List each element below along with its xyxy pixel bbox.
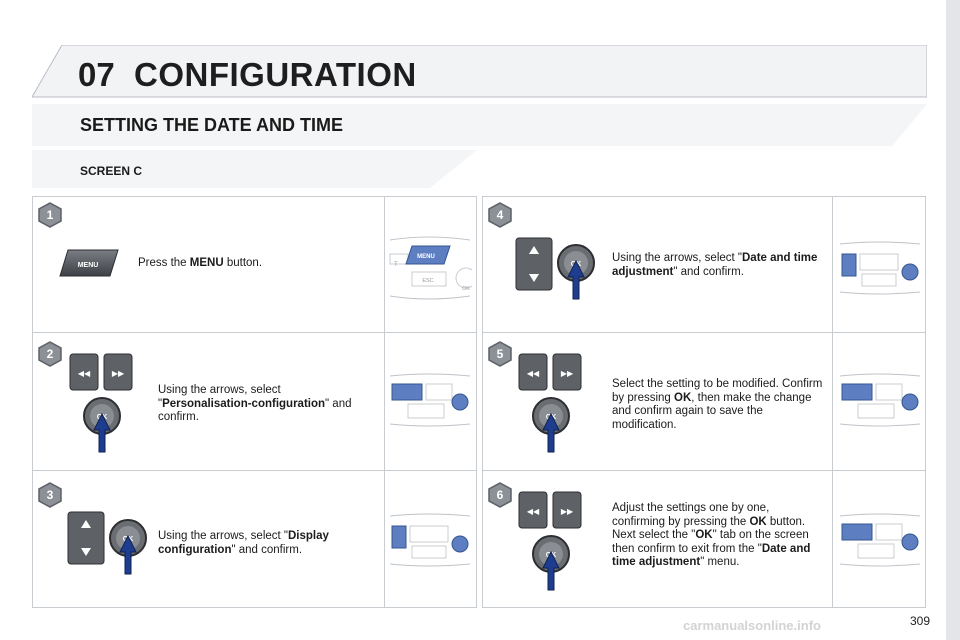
step-text: Using the arrows, select " — [158, 530, 288, 542]
step-text-bold: OK — [695, 529, 713, 541]
step-text: " and confirm. — [673, 265, 744, 278]
step-2-text: Using the arrows, select "Personalisatio… — [158, 384, 370, 425]
step-text: " and confirm. — [158, 397, 352, 424]
console-arrows-highlight-icon — [388, 372, 472, 433]
svg-text:▶▶: ▶▶ — [561, 507, 574, 516]
step-text: Adjust the settings one by one, confirmi… — [612, 502, 770, 528]
step-text-bold: MENU — [189, 257, 224, 269]
console-updown-highlight-icon — [388, 512, 472, 573]
console-arrows-highlight-icon — [838, 512, 922, 573]
step-text: Using the arrows, select " — [158, 384, 281, 410]
svg-text:▶▶: ▶▶ — [561, 369, 574, 378]
svg-text:MENU: MENU — [417, 254, 435, 260]
ok-knob-icon: OK — [554, 243, 598, 306]
step-text-bold: OK — [674, 391, 692, 404]
console-updown-highlight-icon — [838, 240, 922, 301]
console-arrows-highlight-icon — [838, 372, 922, 433]
up-down-arrow-buttons-icon — [514, 236, 554, 297]
step-text: button. Next select the " — [612, 515, 806, 542]
step-text-bold: Date and time adjustment — [612, 252, 818, 278]
svg-text:ESC: ESC — [422, 278, 433, 284]
svg-text:◀◀: ◀◀ — [527, 369, 540, 378]
step-text-bold: Display configuration — [158, 530, 329, 556]
step-text-bold: OK — [749, 515, 767, 528]
svg-text:OK: OK — [462, 286, 470, 292]
watermark: carmanualsonline.info — [683, 618, 821, 633]
up-down-arrow-buttons-icon — [66, 510, 106, 571]
step-badge-3: 3 — [37, 482, 63, 508]
svg-text:◀◀: ◀◀ — [78, 369, 91, 378]
chapter-title: CONFIGURATION — [134, 56, 417, 93]
step-badge-2: 2 — [37, 341, 63, 367]
step-6-text: Adjust the settings one by one, confirmi… — [612, 502, 824, 570]
chapter-number: 07 — [78, 56, 115, 93]
page-number: 309 — [909, 614, 930, 628]
step-text: " and confirm. — [231, 543, 303, 556]
console-menu-highlight-icon: T MENU ESC OK — [388, 232, 477, 307]
ok-knob-icon: OK — [529, 396, 573, 459]
chapter-header-bar — [32, 45, 927, 100]
step-5-text: Select the setting to be modified. Confi… — [612, 378, 824, 432]
step-text: " tab on the screen then confirm to exit… — [612, 529, 809, 555]
svg-text:MENU: MENU — [78, 262, 99, 269]
step-text-bold: Date and time adjustment — [612, 542, 811, 569]
svg-text:◀◀: ◀◀ — [527, 507, 540, 516]
page-edge-tab — [946, 0, 960, 640]
step-badge-6: 6 — [487, 482, 513, 508]
step-badge-5: 5 — [487, 341, 513, 367]
step-3-text: Using the arrows, select "Display config… — [158, 530, 370, 557]
step-text: Using the arrows, select " — [612, 252, 742, 264]
ok-knob-icon: OK — [529, 534, 573, 597]
subsection-title: SCREEN C — [80, 164, 143, 178]
step-badge-4: 4 — [487, 202, 513, 228]
left-right-arrow-buttons-icon: ◀◀ ▶▶ — [68, 352, 134, 397]
ok-knob-icon: OK — [80, 396, 124, 459]
svg-text:T: T — [394, 262, 398, 268]
section-title-bar — [32, 104, 927, 151]
step-text: Select the setting to be modified. Confi… — [612, 378, 823, 404]
section-title: SETTING THE DATE AND TIME — [80, 115, 343, 135]
step-text-bold: Personalisation-configuration — [162, 397, 326, 410]
step-text: , then make the change and confirm again… — [612, 391, 812, 431]
step-4-text: Using the arrows, select "Date and time … — [612, 252, 824, 279]
left-right-arrow-buttons-icon: ◀◀ ▶▶ — [517, 490, 583, 535]
step-text: Press the — [138, 257, 190, 269]
svg-text:▶▶: ▶▶ — [112, 369, 125, 378]
subsection-title-bar — [32, 150, 477, 193]
menu-button-icon: MENU — [58, 248, 120, 283]
ok-knob-icon: OK — [106, 518, 150, 581]
left-right-arrow-buttons-icon: ◀◀ ▶▶ — [517, 352, 583, 397]
step-text: button. — [223, 257, 263, 269]
step-badge-1: 1 — [37, 202, 63, 228]
step-text: " menu. — [700, 556, 740, 568]
step-1-text: Press the MENU button. — [138, 257, 368, 271]
